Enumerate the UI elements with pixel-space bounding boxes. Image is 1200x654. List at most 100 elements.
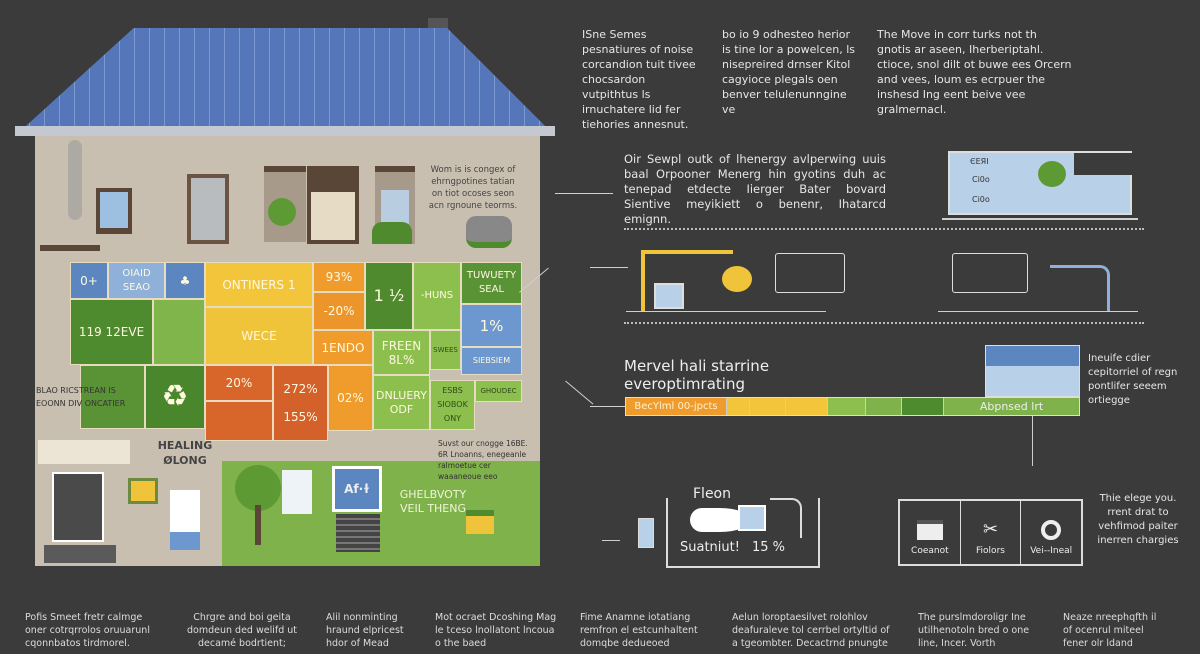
porch-steps xyxy=(44,545,116,563)
control-diagram-icon xyxy=(952,253,1028,293)
monitor-screen: Af·ɫ xyxy=(332,466,382,512)
monitor-label: Ci0o xyxy=(972,175,990,184)
house-illustration: Wom is is congex of ehrngpotines tatian … xyxy=(0,0,560,570)
small-device-icon xyxy=(638,518,654,548)
energy-map: 0+ OIAID SEAO ♣ ONTINERS 1 WECE 93% -20%… xyxy=(68,262,524,444)
map-cell: 20% xyxy=(205,365,273,401)
mug-icon xyxy=(738,505,766,531)
plant-icon xyxy=(268,198,296,226)
monitor-base xyxy=(942,218,1138,220)
flow-label: Fleon xyxy=(693,486,731,502)
map-cell: 1 ½ xyxy=(365,262,413,330)
down-arrow-icon xyxy=(770,498,802,538)
porch-roof xyxy=(38,440,130,464)
roof-eave xyxy=(15,126,555,136)
bush-icon xyxy=(372,222,412,244)
footer-note: The purslmdoroligr Ine utilhenotoln bred… xyxy=(918,612,1030,649)
footer-note: Pofis Smeet fretr calmge oner cotrqrrolo… xyxy=(25,612,150,649)
small-house-icon xyxy=(466,510,494,534)
tree-icon xyxy=(235,465,281,511)
tree-stump-icon xyxy=(466,216,512,248)
flow-stat-label: Suatniut! xyxy=(680,540,740,555)
baseline xyxy=(938,311,1138,312)
intro-text: Oir Sewpl outk of lhenergy avlperwing uu… xyxy=(624,152,886,226)
water-heater-icon xyxy=(170,490,200,550)
progress-segment xyxy=(749,398,785,415)
footer-note: Mot ocraet Dcoshing Mag le tceso lnollat… xyxy=(435,612,557,649)
footer-note: Neaze nreephqfth il of ocenrul miteel fe… xyxy=(1063,612,1157,649)
efficiency-progress-bar: BecYlml 00-jpcts Abpnsed lrt xyxy=(625,397,1080,416)
house-left-pipe xyxy=(40,245,100,251)
map-cell: ♣ xyxy=(165,262,205,299)
legend-item: ✂ Fiolors xyxy=(959,501,1021,564)
tools-icon: ✂ xyxy=(982,519,999,540)
top-text-1: ISne Semes pesnatiures of noise corcandi… xyxy=(582,28,696,131)
flow-box xyxy=(666,498,820,568)
divider xyxy=(624,322,1144,324)
map-cell: ESBS SIOBOK ONY xyxy=(430,380,475,430)
face-icon xyxy=(1041,520,1062,540)
footer-note: Alil nonminting hraund elpricest hdor of… xyxy=(326,612,404,649)
thermostat-diagram-icon xyxy=(775,253,845,293)
screen-label: Af·ɫ xyxy=(344,482,370,496)
progress-segment xyxy=(827,398,865,415)
progress-start-label: BecYlml 00-jpcts xyxy=(634,401,718,412)
birdhouse-window xyxy=(96,188,132,234)
progress-start-segment: BecYlml 00-jpcts xyxy=(626,398,726,415)
map-cell: SWEES xyxy=(430,330,461,370)
yellow-arrow-icon xyxy=(641,250,733,312)
recycle-icon: ♻ xyxy=(145,365,205,429)
map-cell: 93% xyxy=(313,262,365,292)
device-panel-icon xyxy=(282,470,312,514)
door-icon xyxy=(187,174,229,244)
legend-item: Coeanot xyxy=(900,501,960,564)
map-cell: 1% xyxy=(461,304,522,347)
legend-item: Vei--Ineal xyxy=(1020,501,1081,564)
window-note: Wom is is congex of ehrngpotines tatian … xyxy=(428,165,518,211)
monitor-label: ЄEЯI xyxy=(970,157,989,166)
top-text-3: The Move in corr turks not th gnotis ar … xyxy=(877,28,1072,116)
cabinet-icon xyxy=(916,520,943,540)
left-map-note: BLAO RICSTREAN IS EOONN DIV ONCATIER xyxy=(36,386,126,408)
french-door xyxy=(307,166,359,244)
plant-sky-image xyxy=(985,345,1080,397)
progress-end-segment: Abpnsed lrt xyxy=(943,398,1079,415)
progress-segment xyxy=(785,398,827,415)
top-text-2: bo io 9 odhesteo herior is tine lor a po… xyxy=(722,28,856,116)
progress-segment xyxy=(726,398,749,415)
map-cell: GHOUDEC xyxy=(475,380,522,402)
map-cell: 0+ xyxy=(70,262,108,299)
front-door xyxy=(52,472,104,542)
map-cell: OIAID SEAO xyxy=(108,262,165,299)
right-map-note: Suvst our cnogge 16BE. 6R Lnoanns, enege… xyxy=(438,439,528,481)
yellow-cloud-icon xyxy=(722,266,752,292)
map-cell: 272%155% xyxy=(273,365,328,441)
icon-legend-box: Coeanot ✂ Fiolors Vei--Ineal xyxy=(898,499,1083,566)
meter-box-icon xyxy=(128,478,158,504)
solar-roof xyxy=(15,28,555,136)
progress-end-label: Abpnsed lrt xyxy=(979,400,1044,413)
icons-note: Thie elege you. rrent drat to vehfimod p… xyxy=(1097,493,1179,546)
heat-pump-icon xyxy=(336,514,380,552)
connector-line xyxy=(590,406,626,407)
monitor-illustration: ЄEЯI Ci0o Ci0o xyxy=(948,151,1132,215)
healing-label: HEALING ØLONG xyxy=(157,439,213,467)
flow-stat-value: 15 % xyxy=(752,540,786,555)
baseline xyxy=(626,311,826,312)
map-cell xyxy=(205,401,273,441)
smoke-icon xyxy=(68,140,82,220)
map-cell: DNLUERY ODF xyxy=(373,375,430,430)
map-cell: 1ENDO xyxy=(313,330,373,365)
map-cell: TUWUETY SEAL xyxy=(461,262,522,304)
tree-icon xyxy=(1038,161,1066,187)
map-cell xyxy=(153,299,205,365)
green-label: GHELBVOTY VEIL THENG xyxy=(399,488,467,515)
arrow-line xyxy=(602,540,620,541)
map-cell: WECE xyxy=(205,307,313,365)
divider xyxy=(624,228,1144,230)
map-cell: SIEBSIEM xyxy=(461,347,522,375)
connector-line xyxy=(565,380,594,405)
light-sensor-icon xyxy=(654,283,684,309)
map-cell: -20% xyxy=(313,292,365,330)
legend-label: Coeanot xyxy=(911,546,949,556)
